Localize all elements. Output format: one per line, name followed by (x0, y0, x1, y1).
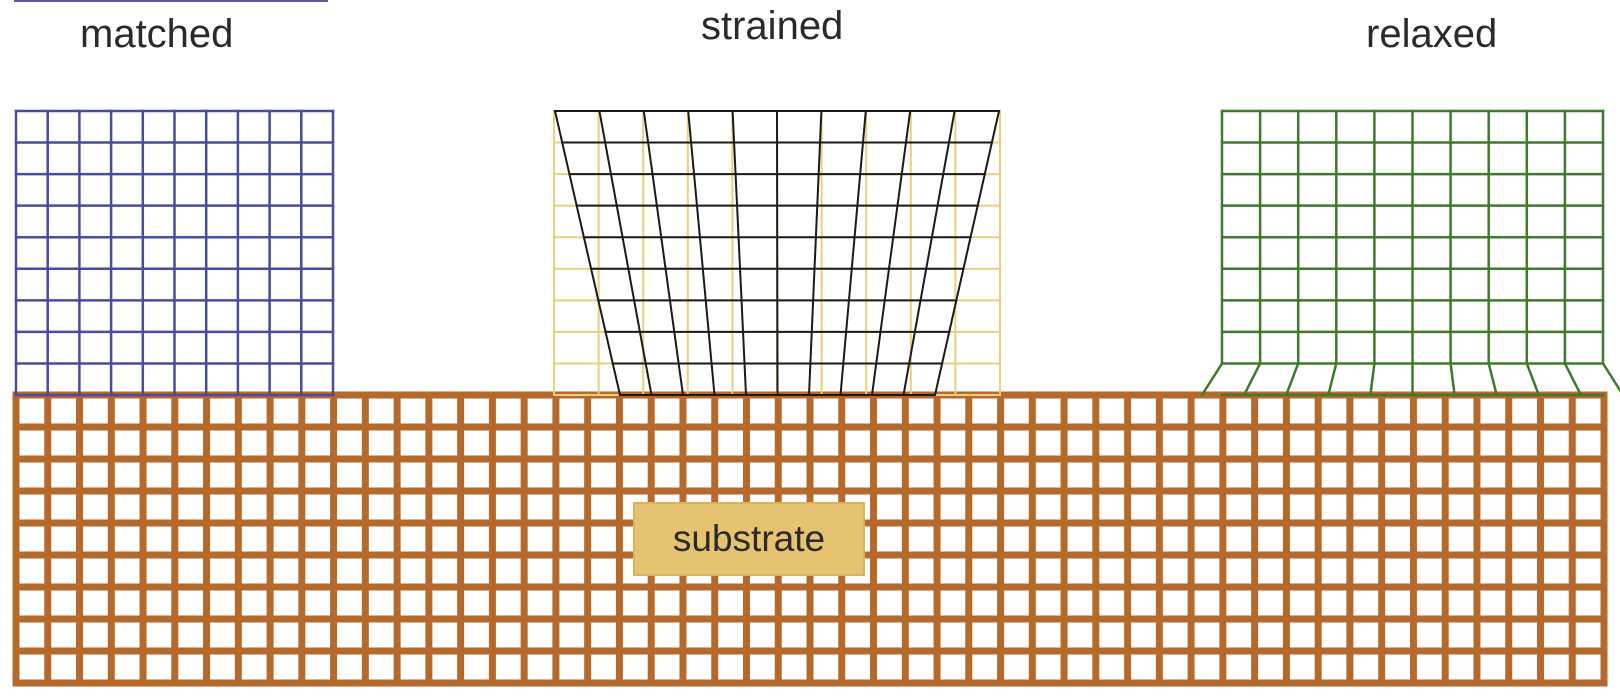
relaxed-splay-line (1284, 361, 1300, 397)
matched-label: matched (80, 12, 234, 56)
strained-vline (598, 109, 653, 397)
relaxed-splay-line (1242, 361, 1262, 397)
relaxed-splay-line (1525, 361, 1541, 397)
strained-vline (933, 109, 1001, 397)
strained-vline (775, 109, 779, 397)
relaxed-splay-line (1326, 361, 1338, 397)
strained-vline (687, 109, 716, 397)
relaxed-splay-line (1449, 362, 1456, 397)
relaxed-splay-line (1563, 361, 1583, 397)
strained-vline (642, 109, 685, 397)
top-rule (14, 0, 328, 2)
strained-lattice (553, 109, 1001, 397)
relaxed-splay-line (1200, 361, 1224, 397)
relaxed-lattice (1200, 109, 1620, 397)
substrate-label: substrate (633, 502, 865, 576)
strained-vline (807, 109, 823, 397)
strained-vline (553, 109, 622, 397)
relaxed-splay-line (1487, 361, 1499, 397)
strained-vline (870, 109, 912, 397)
strained-label: strained (701, 4, 844, 48)
strained-vline (902, 109, 956, 397)
matched-lattice (14, 109, 335, 397)
strained-vline (731, 109, 748, 397)
relaxed-splay-line (1369, 362, 1376, 397)
relaxed-label: relaxed (1366, 12, 1498, 56)
strained-vline (839, 109, 867, 397)
relaxed-splay-line (1601, 361, 1620, 393)
